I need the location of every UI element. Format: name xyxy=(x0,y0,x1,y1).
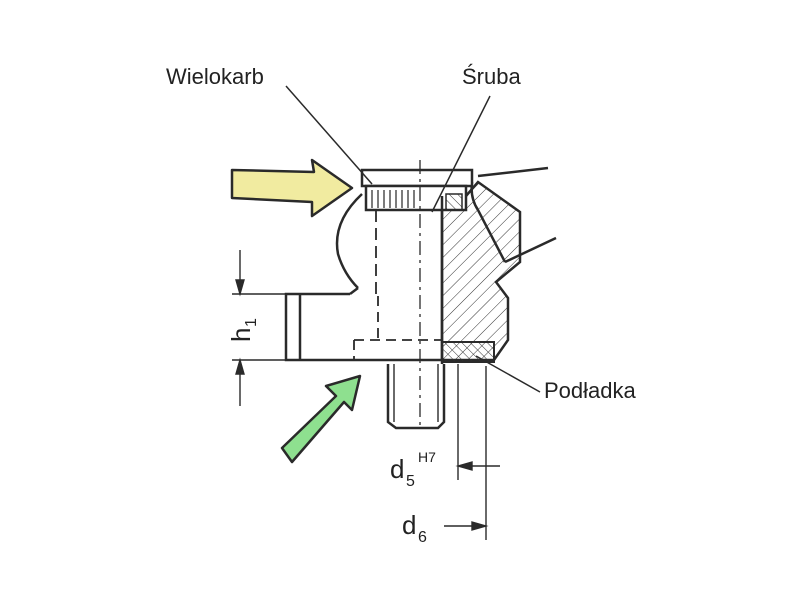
label-d5: d 5 H7 xyxy=(390,449,436,490)
screw-shank xyxy=(375,160,444,430)
washer xyxy=(441,341,495,363)
dimension-d5-d6 xyxy=(444,364,500,540)
arrow-right-icon xyxy=(230,158,354,218)
label-spline: Wielokarb xyxy=(166,64,264,89)
label-screw: Śruba xyxy=(462,64,521,89)
d5-sup: H7 xyxy=(418,449,436,465)
label-h1: h 1 xyxy=(226,318,260,342)
label-d6: d 6 xyxy=(402,510,427,546)
d6-sub: 6 xyxy=(418,529,427,546)
arrow-up-right-icon xyxy=(280,374,362,464)
h1-sub: 1 xyxy=(243,318,260,327)
h1-main: h xyxy=(226,328,256,342)
label-washer: Podładka xyxy=(544,378,637,403)
clamp-arm xyxy=(284,292,442,362)
hidden-bore xyxy=(353,296,442,360)
hub-boss xyxy=(335,193,363,295)
spline-teeth xyxy=(371,190,415,208)
threaded-stud xyxy=(386,364,446,430)
dimension-h1 xyxy=(232,250,350,406)
screw-head xyxy=(360,168,474,212)
d5-main: d xyxy=(390,454,404,484)
d6-main: d xyxy=(402,510,416,540)
d5-sub: 5 xyxy=(406,473,415,490)
leader-lines xyxy=(285,85,541,393)
